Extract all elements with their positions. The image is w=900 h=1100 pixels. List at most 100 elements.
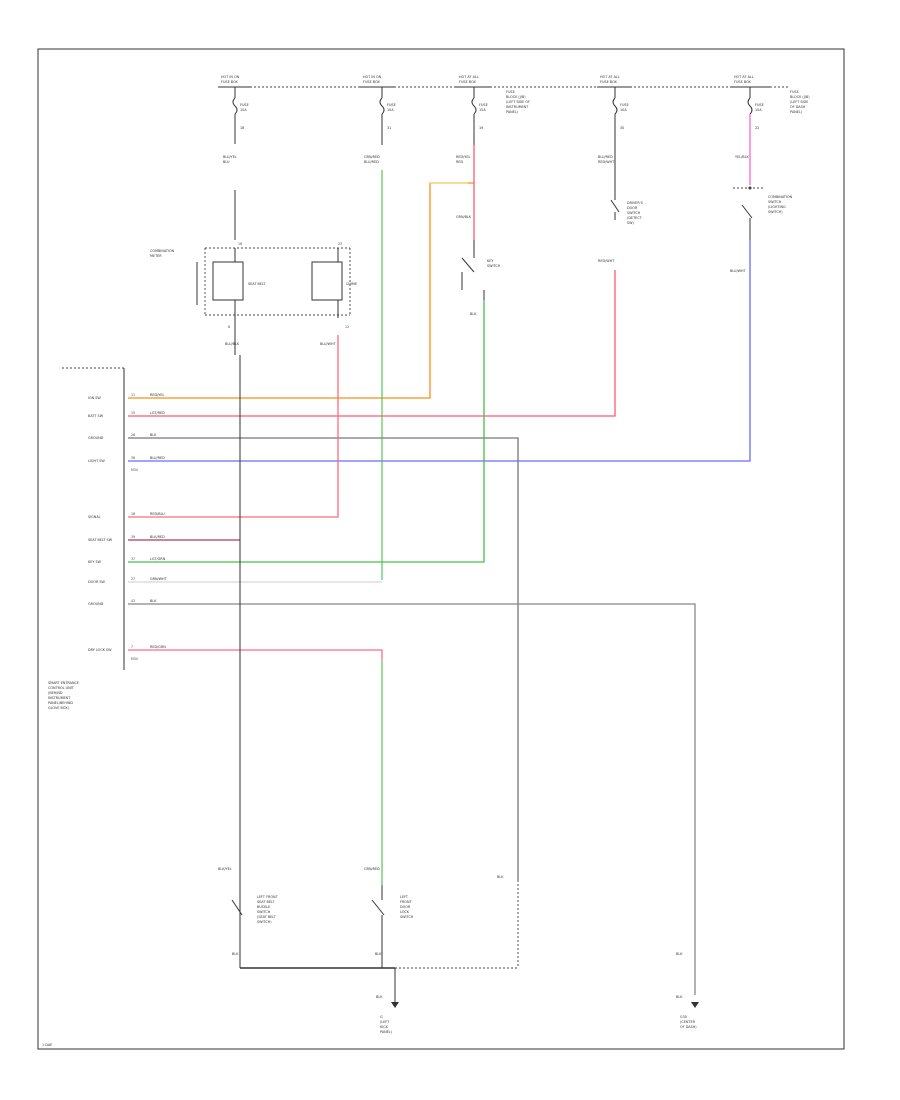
svg-text:METER: METER <box>150 254 162 258</box>
svg-text:12: 12 <box>345 325 349 329</box>
svg-text:SW): SW) <box>627 221 635 225</box>
svg-text:30: 30 <box>620 126 624 130</box>
svg-text:LEFT: LEFT <box>400 895 409 899</box>
svg-text:SMART ENTRANCE: SMART ENTRANCE <box>48 681 79 685</box>
svg-text:10A: 10A <box>620 108 627 112</box>
module-pin-number: 11 <box>131 393 135 397</box>
svg-text:DOOR: DOOR <box>400 905 411 909</box>
door-switch: DRIVER'S DOOR SWITCH (DETECT SW) RED/WHT <box>598 180 643 263</box>
svg-text:HOT AT ALL: HOT AT ALL <box>459 75 479 79</box>
svg-text:FUSE: FUSE <box>240 103 249 107</box>
module-pin-wire: BLK <box>150 599 157 603</box>
module-pin-number: 15 <box>131 411 135 415</box>
module-pin-wire: RED/GRN <box>150 645 166 649</box>
svg-text:INSTRUMENT: INSTRUMENT <box>48 696 71 700</box>
svg-text:FUSE BOX: FUSE BOX <box>459 80 477 84</box>
svg-text:CHIME: CHIME <box>346 282 357 286</box>
svg-text:HOT AT ALL: HOT AT ALL <box>600 75 620 79</box>
fuse-panel-note: FUSE BLOCK (J/B) (LEFT SIDE OF DASH PANE… <box>790 90 810 114</box>
svg-text:GLOVE BOX): GLOVE BOX) <box>48 706 70 710</box>
module-pin-number: 18 <box>131 512 135 516</box>
svg-text:FUSE: FUSE <box>620 103 629 107</box>
svg-text:BLU/RED: BLU/RED <box>364 160 379 164</box>
fuse-3: HOT AT ALL FUSE BOX FUSE 15A 19 FUSE BLO… <box>455 75 530 145</box>
svg-text:BLOCK (J/B): BLOCK (J/B) <box>506 95 526 99</box>
wire-orange <box>128 182 474 399</box>
colored-wires <box>128 114 751 995</box>
fuse-1-box: FUSE BOX <box>221 80 239 84</box>
svg-text:G30: G30 <box>680 1015 687 1019</box>
svg-text:RED: RED <box>456 160 463 164</box>
svg-text:BLK: BLK <box>470 312 477 316</box>
module-pin-name: IGN SW <box>88 396 101 400</box>
svg-text:LOCK: LOCK <box>400 910 410 914</box>
fuse-1: HOT IN ON FUSE BOX FUSE 10A 18 <box>218 75 252 144</box>
svg-text:BLU/WHT: BLU/WHT <box>730 269 747 273</box>
module-connector-bottom: M34 <box>131 657 138 661</box>
module-pin-wire: BLK <box>150 433 157 437</box>
wire-red-batt <box>128 270 616 417</box>
svg-text:GRN/RED: GRN/RED <box>364 155 380 159</box>
seat-belt-lamp <box>212 261 244 301</box>
svg-text:15A: 15A <box>479 108 486 112</box>
svg-text:DOOR: DOOR <box>627 206 638 210</box>
diagram-border <box>37 48 845 1050</box>
wire-grey-ground2 <box>128 603 696 995</box>
svg-text:INSTRUMENT: INSTRUMENT <box>506 105 529 109</box>
svg-text:PANEL): PANEL) <box>790 110 803 114</box>
svg-text:(DETECT: (DETECT <box>627 216 643 220</box>
fuse-5-element <box>747 97 753 115</box>
svg-text:BLU: BLU <box>223 160 230 164</box>
svg-text:10A: 10A <box>240 108 247 112</box>
wire-red-signal <box>128 335 339 518</box>
svg-text:BLK: BLK <box>676 995 683 999</box>
svg-text:PANEL/BEHIND: PANEL/BEHIND <box>48 701 73 705</box>
svg-text:BUCKLE: BUCKLE <box>257 905 270 909</box>
module-connector-top: M34 <box>131 468 138 472</box>
fuse-box-note: FUSE BLOCK (J/B) (LEFT SIDE OF INSTRUMEN… <box>506 90 530 114</box>
fuse-2-element <box>379 97 385 115</box>
svg-text:(LEFT: (LEFT <box>380 1020 390 1024</box>
svg-text:31: 31 <box>387 126 391 130</box>
svg-text:SWITCH): SWITCH) <box>768 210 783 214</box>
fuse-4: HOT AT ALL FUSE BOX FUSE 10A 30 <box>597 75 632 180</box>
svg-text:19: 19 <box>479 126 483 130</box>
svg-text:PANEL): PANEL) <box>506 110 519 114</box>
svg-text:BLU/BLK: BLU/BLK <box>225 342 240 346</box>
svg-text:YEL/BLK: YEL/BLK <box>735 155 749 159</box>
svg-text:BLK: BLK <box>376 995 383 999</box>
svg-text:COMBINATION: COMBINATION <box>768 195 793 199</box>
svg-text:FUSE BOX: FUSE BOX <box>600 80 618 84</box>
svg-text:CONTROL UNIT: CONTROL UNIT <box>48 686 75 690</box>
svg-text:SWITCH: SWITCH <box>768 200 782 204</box>
svg-text:KEY: KEY <box>487 259 494 263</box>
svg-text:FUSE BOX: FUSE BOX <box>363 80 381 84</box>
fuse-1-element <box>232 97 238 115</box>
combination-meter: COMBINATION METER 16 23 SEAT BELT CHIME … <box>150 190 357 968</box>
module-pin-name: GROUND <box>88 602 104 606</box>
svg-text:FUSE: FUSE <box>387 103 396 107</box>
wire-red-lock <box>128 649 383 660</box>
svg-text:HOT IN ON: HOT IN ON <box>363 75 382 79</box>
chime-element <box>311 261 343 301</box>
module-pin-number: 38 <box>131 456 135 460</box>
module-pin-name: BATT SW <box>88 414 104 418</box>
module-pin-number: 37 <box>131 557 135 561</box>
svg-text:BLK: BLK <box>497 875 504 879</box>
module-pin-wire: GRN/WHT <box>150 577 168 581</box>
svg-text:BLK/YEL: BLK/YEL <box>218 867 232 871</box>
svg-text:22: 22 <box>755 126 759 130</box>
svg-text:OF DASH: OF DASH <box>790 105 806 109</box>
svg-text:SWITCH): SWITCH) <box>257 920 272 924</box>
svg-text:(SEAT BELT: (SEAT BELT <box>257 915 277 919</box>
module-pin-number: 27 <box>131 577 135 581</box>
svg-text:FRONT: FRONT <box>400 900 413 904</box>
svg-text:BLU/RED: BLU/RED <box>598 155 613 159</box>
module-pin-wire: BLU/RED <box>150 456 165 460</box>
svg-text:(LEFT SIDE OF: (LEFT SIDE OF <box>506 100 530 104</box>
svg-text:BLK: BLK <box>232 952 239 956</box>
svg-text:BLK: BLK <box>375 952 382 956</box>
svg-text:BLU/WHT: BLU/WHT <box>320 342 337 346</box>
svg-text:16: 16 <box>238 242 242 246</box>
